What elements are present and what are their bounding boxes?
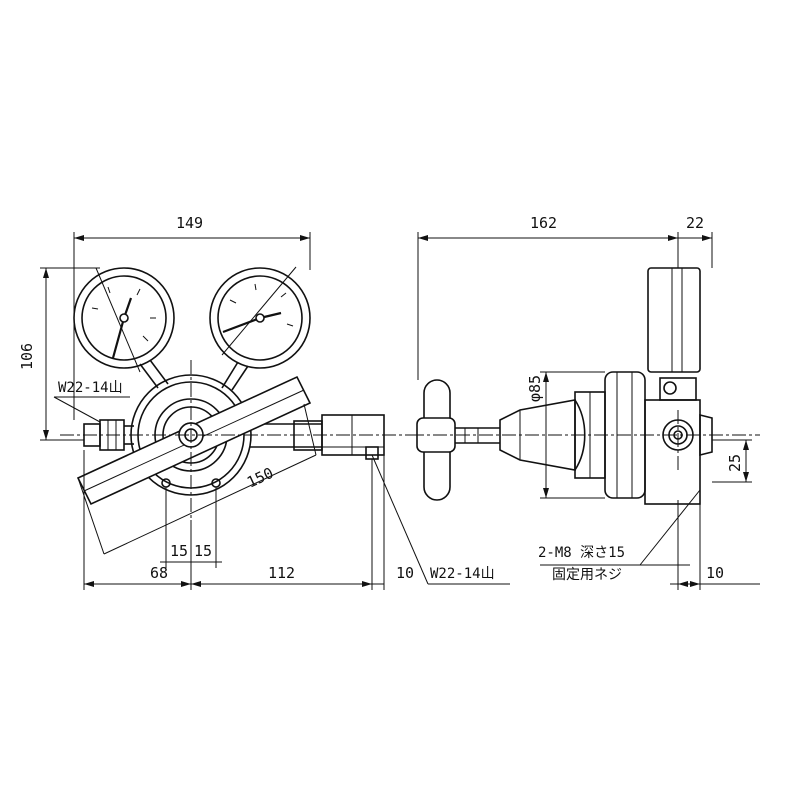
dim-left-offset: 68	[150, 564, 168, 582]
dimension-lines	[40, 232, 760, 590]
dim-front-height: 106	[18, 343, 36, 370]
side-gauge	[647, 267, 701, 373]
dim-side-length: 162	[530, 214, 557, 232]
dim-outlet-length: 112	[268, 564, 295, 582]
dim-mount-offset: 10	[706, 564, 724, 582]
dim-outlet-nut: 10	[396, 564, 414, 582]
dim-body-diameter: φ85	[526, 375, 544, 402]
note-mount-screw: 2-M8 深さ15	[538, 545, 625, 561]
dim-bolt-spacing-a: 15	[170, 542, 188, 560]
note-inlet-thread: W22-14山	[58, 380, 123, 396]
dim-bolt-spacing-b: 15	[194, 542, 212, 560]
right-gauge	[209, 266, 311, 391]
side-body	[604, 371, 713, 505]
front-view	[60, 266, 410, 520]
handle-bar	[76, 375, 312, 506]
dim-side-gauge: 22	[686, 214, 704, 232]
dim-front-width: 149	[176, 214, 203, 232]
left-gauge	[73, 267, 175, 389]
note-mount-screw-purpose: 固定用ネジ	[552, 567, 622, 583]
t-handle	[416, 379, 500, 501]
dim-handle-length: 150	[244, 464, 276, 492]
side-view	[410, 267, 760, 505]
dimension-labels: 149 106 W22-14山 150 15 15 68 112 10 W22-…	[18, 214, 744, 583]
dim-mount-height: 25	[726, 454, 744, 472]
note-outlet-thread: W22-14山	[430, 566, 495, 582]
